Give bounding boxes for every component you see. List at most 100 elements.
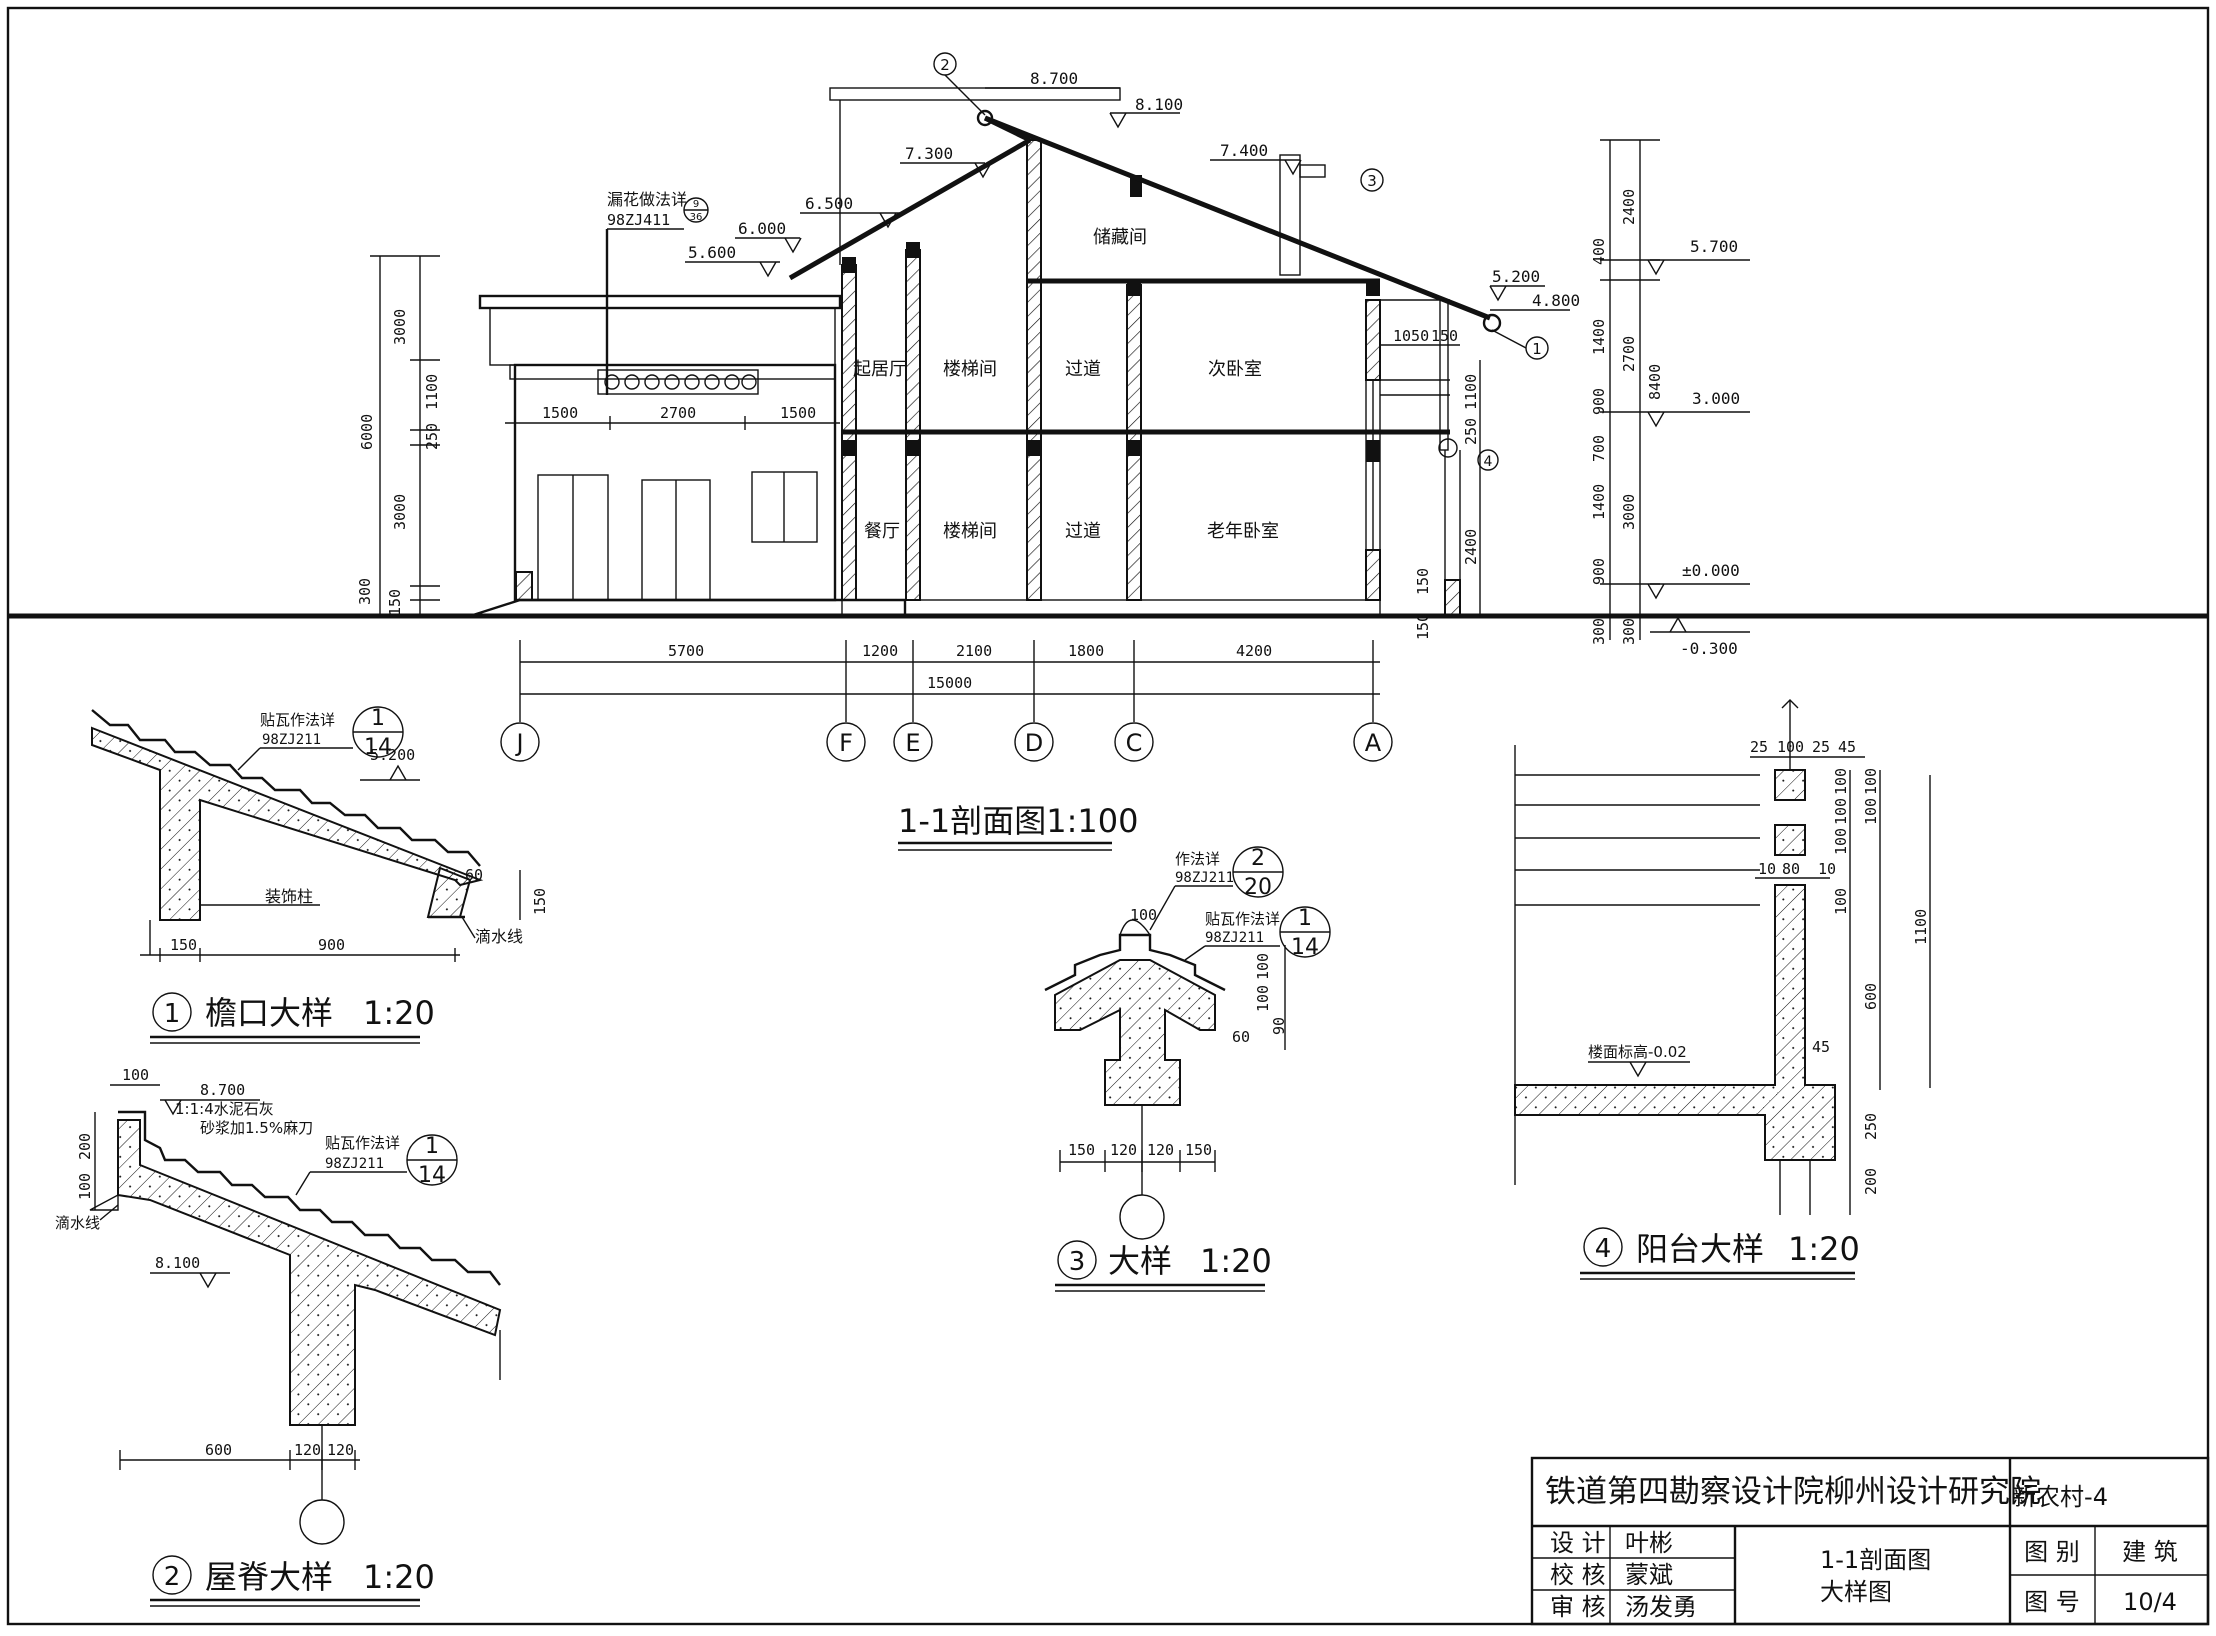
axis-D: D <box>1025 729 1043 757</box>
detail2-elev-top: 8.700 <box>200 1081 245 1099</box>
svg-text:14: 14 <box>364 735 392 760</box>
detail-4-balcony: 楼面标高-0.02 25 100 25 45 10 80 10 100 100 … <box>1514 699 1931 1280</box>
detail1-code: 98ZJ211 <box>262 732 321 748</box>
detail1-title: 檐口大样 <box>205 994 333 1032</box>
svg-text:150: 150 <box>1431 327 1458 345</box>
svg-text:150: 150 <box>386 589 404 616</box>
svg-text:150: 150 <box>170 936 197 954</box>
detail1-dims: 150 900 60 150 <box>140 866 549 962</box>
svg-text:3: 3 <box>1367 172 1377 190</box>
svg-text:1400: 1400 <box>1590 319 1608 355</box>
svg-text:1: 1 <box>164 999 181 1029</box>
svg-text:250: 250 <box>423 423 441 450</box>
role-review: 审 核 <box>1550 1593 1606 1621</box>
drawing-number: 10/4 <box>2123 1588 2177 1616</box>
name-review: 汤发勇 <box>1625 1593 1697 1621</box>
detail2-drip: 滴水线 <box>55 1214 100 1232</box>
room-corridor-lower: 过道 <box>1065 521 1101 542</box>
svg-text:25: 25 <box>1750 738 1768 756</box>
svg-text:100: 100 <box>1832 768 1850 795</box>
svg-text:600: 600 <box>205 1441 232 1459</box>
svg-text:45: 45 <box>1812 1038 1830 1056</box>
svg-text:80: 80 <box>1782 860 1800 878</box>
detail1-column-label: 装饰柱 <box>265 887 313 906</box>
bottom-dimensions: 5700 1200 2100 1800 4200 15000 <box>519 640 1380 710</box>
drawing-name-1: 1-1剖面图 <box>1820 1546 1931 1574</box>
room-corridor-upper: 过道 <box>1065 359 1101 380</box>
svg-text:2: 2 <box>940 56 950 74</box>
svg-text:1200: 1200 <box>862 642 898 660</box>
svg-text:90: 90 <box>1270 1017 1288 1035</box>
detail3-note-a: 作法详 <box>1175 850 1220 868</box>
svg-text:900: 900 <box>1590 558 1608 585</box>
svg-text:250: 250 <box>1862 1113 1880 1140</box>
svg-text:1100: 1100 <box>423 374 441 410</box>
detail2-elev-mid: 8.100 <box>155 1254 200 1272</box>
detail3-code-a: 98ZJ211 <box>1175 870 1234 886</box>
svg-text:10: 10 <box>1758 860 1776 878</box>
svg-text:3000: 3000 <box>391 494 409 530</box>
detail2-scale: 1:20 <box>363 1558 435 1596</box>
svg-text:1100: 1100 <box>1912 909 1930 945</box>
detail-3: 100 作法详 98ZJ211 2 20 贴瓦作法详 98ZJ211 1 14 … <box>1044 846 1331 1292</box>
wall-E <box>905 249 921 601</box>
title-block: 铁道第四勘察设计院柳州设计研究院 新农村-4 设 计 叶彬 校 核 蒙斌 审 核… <box>1530 1456 2210 1626</box>
svg-text:1500: 1500 <box>542 404 578 422</box>
svg-text:150: 150 <box>1414 568 1432 595</box>
svg-text:100: 100 <box>1862 768 1880 795</box>
name-check: 蒙斌 <box>1625 1561 1673 1589</box>
lattice-code: 98ZJ411 <box>607 211 670 229</box>
sheet-border <box>6 6 2210 1626</box>
elev-6000: 6.000 <box>738 219 786 238</box>
svg-text:120: 120 <box>1147 1141 1174 1159</box>
svg-text:700: 700 <box>1590 435 1608 462</box>
detail4-scale: 1:20 <box>1788 1230 1860 1268</box>
roof-left <box>788 137 1032 281</box>
svg-text:4200: 4200 <box>1236 642 1272 660</box>
svg-text:15000: 15000 <box>927 674 972 692</box>
svg-text:1800: 1800 <box>1068 642 1104 660</box>
svg-text:100: 100 <box>1862 798 1880 825</box>
svg-text:60: 60 <box>1232 1028 1250 1046</box>
svg-text:150: 150 <box>531 888 549 915</box>
elev-8700: 8.700 <box>1030 69 1078 88</box>
detail-2-ridge: 8.700 1:1:4水泥石灰 砂浆加1.5%麻刀 贴瓦作法详 98ZJ211 … <box>55 1066 502 1607</box>
roof-right <box>984 115 1491 321</box>
svg-text:1050: 1050 <box>1393 327 1429 345</box>
svg-text:600: 600 <box>1862 983 1880 1010</box>
label-number: 图 号 <box>2024 1588 2080 1616</box>
elev-5700: 5.700 <box>1690 237 1738 256</box>
svg-text:900: 900 <box>318 936 345 954</box>
detail2-code: 98ZJ211 <box>325 1156 384 1172</box>
svg-text:150: 150 <box>1068 1141 1095 1159</box>
svg-text:300: 300 <box>1620 618 1638 645</box>
axis-bubbles: J F E D C A <box>500 710 1393 762</box>
svg-text:100: 100 <box>122 1066 149 1084</box>
svg-text:3: 3 <box>1069 1247 1086 1277</box>
lattice-note: 漏花做法详 <box>607 190 687 209</box>
annex-wall <box>513 363 837 602</box>
axis-J: J <box>514 729 523 757</box>
svg-text:200: 200 <box>1862 1168 1880 1195</box>
elev-7400: 7.400 <box>1220 141 1268 160</box>
role-design: 设 计 <box>1550 1529 1606 1557</box>
svg-text:1100: 1100 <box>1462 374 1480 410</box>
name-design: 叶彬 <box>1625 1529 1673 1557</box>
detail1-scale: 1:20 <box>363 994 435 1032</box>
lattice-railing <box>597 369 759 395</box>
elev-m0300: -0.300 <box>1680 639 1738 658</box>
detail2-note1: 1:1:4水泥石灰 <box>175 1100 274 1118</box>
axis-A: A <box>1365 729 1382 757</box>
svg-text:2400: 2400 <box>1620 189 1638 225</box>
svg-text:45: 45 <box>1838 738 1856 756</box>
svg-text:6000: 6000 <box>358 414 376 450</box>
svg-text:60: 60 <box>465 866 483 884</box>
svg-text:120: 120 <box>327 1441 354 1459</box>
elev-6500: 6.500 <box>805 194 853 213</box>
svg-text:300: 300 <box>356 578 374 605</box>
detail1-drip: 滴水线 <box>475 927 523 946</box>
svg-text:20: 20 <box>1244 875 1272 900</box>
detail3-code-b: 98ZJ211 <box>1205 930 1264 946</box>
detail4-dims: 25 100 25 45 10 80 10 100 100 100 100 10… <box>1750 738 1931 1215</box>
